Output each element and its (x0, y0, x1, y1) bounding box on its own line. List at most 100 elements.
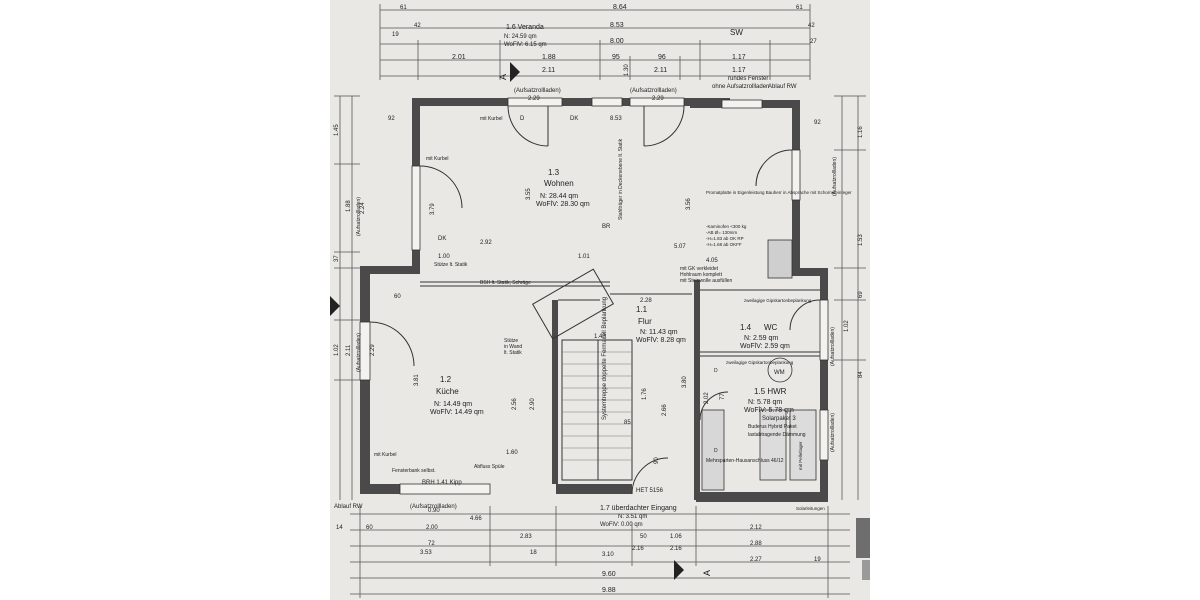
bottom-dim-18: 18 (530, 550, 537, 556)
note-stuetze-1: Stütze lt. Statik (434, 262, 468, 268)
bottom-dim-466: 4.66 (470, 516, 482, 522)
dim-left-a: 61 (400, 5, 407, 11)
dim-left-e: 1.88 (542, 54, 556, 61)
dim-total-top: 8.64 (613, 4, 627, 11)
right-aufsatz-1: (Aufsatzrollladen) (832, 157, 838, 196)
dim-left-d: 2.01 (452, 54, 466, 61)
right-dimension-chains (834, 95, 866, 500)
room-hwr-area-n: N: 5.78 qm (748, 399, 782, 406)
installation-blocks (701, 239, 817, 491)
dim-right-b: 1.17 (732, 67, 746, 74)
bottom-dim-090: 0.90 (428, 508, 440, 514)
note-dim-853: 8.53 (610, 116, 622, 122)
note-treppe: Systemtreppe doppelte Fermacell Beplanku… (602, 297, 608, 420)
note-door-dk-left: DK (438, 236, 446, 242)
room-wc-area-n: N: 2.59 qm (744, 335, 778, 342)
note-dim-101: 1.01 (578, 254, 590, 260)
right-dim-2: 1.53 (858, 234, 864, 246)
veranda-name: 1.6 Veranda (506, 24, 544, 31)
note-dim-100: 1.00 (438, 254, 450, 260)
bottom-dim-310: 3.10 (602, 552, 614, 558)
room-eingang-name: 1.7 überdachter Eingang (600, 505, 677, 512)
section-arrow-left (330, 296, 340, 316)
note-dim-256: 2.56 (512, 398, 518, 410)
right-aufsatz-2: (Aufsatzrollladen) (830, 327, 836, 366)
note-dim-405: 4.05 (706, 258, 718, 264)
note-hausanschluss: Mehrsparten-Hausanschluss 46/12 (706, 458, 784, 464)
note-dim-140: 1.40 (594, 334, 606, 340)
note-mit-kurbel-3: mit Kurbel (374, 452, 397, 458)
page-edge-tab (856, 518, 870, 558)
note-dim-160: 1.60 (506, 450, 518, 456)
bottom-dim-60: 60 (366, 525, 373, 531)
right-dim-6: 92 (814, 120, 821, 126)
dim-right-d: 42 (808, 23, 815, 29)
note-aufsatz-1: (Aufsatzrollladen) (514, 88, 561, 94)
dim-veranda-width: 8.53 (610, 22, 624, 29)
note-dim-228: 2.28 (640, 298, 652, 304)
room-eingang-area-wofiv: WoFlV: 0.00 qm (600, 522, 643, 528)
note-lastabtragende: lastabtragende Dämmung (748, 432, 806, 438)
dim-mid-c: 2.11 (654, 67, 667, 74)
room-kueche-label: Küche (436, 387, 459, 396)
note-gk-verkleidet: mit GK verkleidet (680, 266, 719, 272)
note-brh: BRH 1.41 Kipp (422, 480, 462, 486)
bottom-dim-212: 2.12 (750, 525, 762, 531)
left-dim-1: 1.45 (334, 124, 340, 136)
note-door-d: D (520, 116, 525, 122)
note-dim-266: 2.66 (662, 404, 668, 416)
room-hwr-area-wofiv: WoFlV: 5.78 qm (744, 407, 794, 414)
right-dim-3: 69 (858, 291, 864, 298)
room-wohnen-label: Wohnen (544, 179, 574, 188)
note-kamin-2: -AB Ø= 130mm (706, 230, 737, 235)
bottom-dim-72: 72 (428, 541, 435, 547)
note-solarleitungen: Solarleitungen (796, 506, 825, 511)
room-wc-area-wofiv: WoFlV: 2.59 qm (740, 343, 790, 350)
right-dim-5: 1.02 (844, 320, 850, 332)
dim-left-b: 42 (414, 23, 421, 29)
room-wc-number: 1.4 (740, 323, 752, 332)
note-dim-176: 1.76 (642, 388, 648, 400)
section-marker-top: A (498, 74, 508, 80)
left-dim-4: 37 (334, 255, 340, 262)
left-dim-8: 92 (388, 116, 395, 122)
room-flur-area-wofiv: WoFlV: 8.28 qm (636, 337, 686, 344)
room-wc-label: WC (764, 323, 778, 332)
right-dim-4: 84 (858, 371, 864, 378)
note-stahltraeger: Stahlträger in Deckenebene lt. Statik (618, 138, 624, 220)
bottom-dim-14: 14 (336, 525, 343, 531)
note-bsh: BSH lt. Statik, Schräge (480, 280, 531, 286)
note-stuetze-2c: lt. Statik (504, 350, 522, 356)
room-flur-area-n: N: 11.43 qm (640, 329, 678, 336)
dim-left-f: 2.11 (542, 67, 555, 74)
veranda-area-n: N: 24.59 qm (504, 34, 537, 40)
note-dim-292: 2.92 (480, 240, 492, 246)
note-dim-379: 3.79 (430, 203, 436, 215)
left-dim-2: 1.88 (346, 200, 352, 212)
note-br: BR (602, 224, 611, 230)
right-aufsatz-3: (Aufsatzrollladen) (830, 413, 836, 452)
note-dim-380: 3.80 (682, 376, 688, 388)
bottom-dim-19: 19 (814, 557, 821, 563)
left-dim-5: 1.02 (334, 344, 340, 356)
left-dimension-chains (334, 95, 360, 500)
note-prototyp: mit Pelletlager (798, 441, 803, 470)
dim-right-a: 1.17 (732, 54, 746, 61)
right-dim-1: 1.16 (858, 126, 864, 138)
dim-right-c: 61 (796, 5, 803, 11)
door-swings (369, 105, 821, 495)
bottom-dim-283: 2.83 (520, 534, 532, 540)
room-wohnen-area-wofiv: WoFlV: 28.30 qm (536, 201, 590, 208)
left-dim-6: 2.11 (346, 344, 352, 356)
room-kueche-area-wofiv: WoFlV: 14.49 qm (430, 409, 484, 416)
note-dim-85: 85 (624, 420, 631, 426)
note-dim-356: 3.56 (686, 198, 692, 210)
sw-label: SW (730, 28, 743, 37)
note-solarpaket: Solarpaket 3 (762, 416, 796, 422)
note-fensterbank: Fensterbank selbst. (392, 468, 436, 474)
note-aufsatz-1-dim: 2.29 (528, 96, 540, 102)
dim-mid-b: 96 (658, 54, 666, 61)
note-door-dk: DK (570, 116, 578, 122)
note-kamin-3: -H=1.83 ab OK RP (706, 236, 744, 241)
room-hwr-name: 1.5 HWR (754, 387, 787, 396)
